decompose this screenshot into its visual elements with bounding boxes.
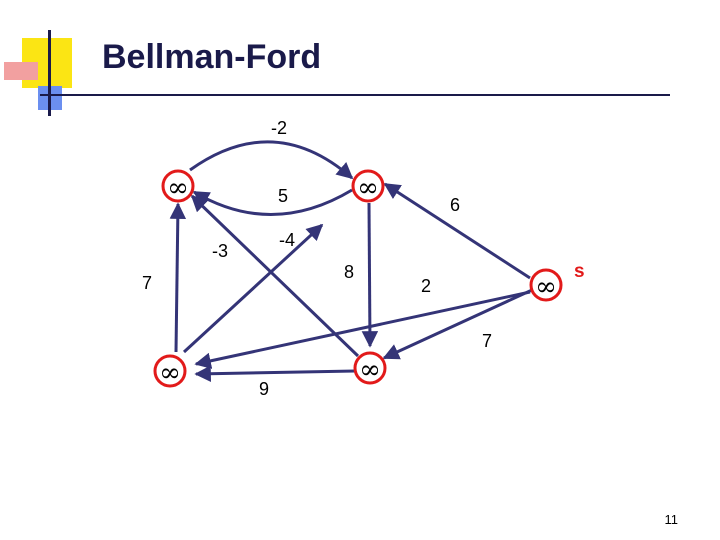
weight-d-a: 7	[142, 273, 152, 293]
source-tag: s	[574, 261, 585, 282]
slide-title: Bellman-Ford	[102, 38, 322, 76]
weight-b-c: 8	[344, 262, 354, 282]
edge-a-c	[182, 223, 324, 354]
edge-d-a	[169, 202, 187, 353]
node-a: ∞	[161, 169, 195, 203]
node-a-label: ∞	[167, 173, 189, 203]
node-b-label: ∞	[357, 173, 379, 203]
edge-s-b	[383, 182, 531, 280]
edge-c-a	[190, 194, 360, 358]
weight-c-d: 9	[259, 379, 269, 399]
decor-vertical-line	[48, 30, 51, 116]
weight-s-b: 6	[450, 195, 460, 215]
edge-b-a	[192, 188, 353, 216]
weight-s-c: 2	[421, 276, 431, 296]
decor-horizontal-line	[40, 94, 670, 96]
edge-b-c	[361, 202, 379, 348]
page-number: 11	[664, 512, 679, 527]
edge-s-d	[194, 290, 531, 369]
edge-s-c	[382, 288, 533, 360]
node-s: ∞	[529, 268, 563, 302]
node-c-label: ∞	[359, 355, 381, 385]
weight-b-a: 5	[278, 186, 288, 206]
weight-a-b-top: -2	[271, 118, 287, 138]
node-b: ∞	[351, 169, 385, 203]
weight-a-c: -4	[279, 230, 295, 250]
decor-red-square	[4, 62, 38, 80]
weight-s-d: 7	[482, 331, 492, 351]
node-c: ∞	[353, 351, 387, 385]
edge-a-b-top	[189, 140, 354, 180]
edge-c-d	[194, 365, 356, 382]
node-d: ∞	[153, 354, 187, 388]
weight-c-a: -3	[212, 241, 228, 261]
node-d-label: ∞	[159, 358, 181, 388]
node-s-label: ∞	[535, 272, 557, 302]
